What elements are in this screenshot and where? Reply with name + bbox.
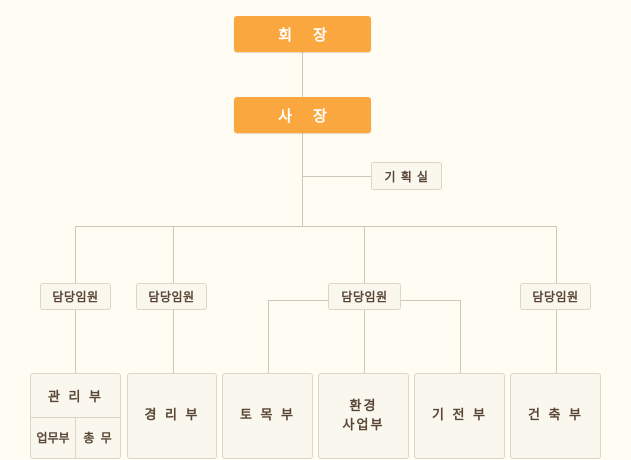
environment-dept-box: 환경 사업부	[318, 373, 409, 459]
planning-office-box: 기 획 실	[371, 162, 442, 190]
accounting-dept-box: 경 리 부	[127, 373, 217, 459]
management-dept-box: 관 리 부 업무부 총 무	[30, 373, 121, 459]
environment-dept-label-line-1: 환경	[349, 398, 378, 414]
executive-box-1: 담당임원	[40, 283, 111, 310]
executive-box-2: 담당임원	[136, 283, 207, 310]
management-dept-label: 관 리 부	[31, 374, 120, 418]
president-box: 사 장	[234, 97, 371, 133]
executive-box-3: 담당임원	[328, 283, 401, 310]
general-affairs-subdept-label: 총 무	[83, 431, 113, 445]
operations-subdept-label: 업무부	[31, 417, 76, 458]
mechanical-electrical-dept-box: 기 전 부	[414, 373, 505, 459]
architecture-dept-box: 건 축 부	[510, 373, 601, 459]
chairman-box: 회 장	[234, 16, 371, 52]
executive-box-4: 담당임원	[520, 283, 591, 310]
environment-dept-label-line-2: 사업부	[342, 418, 385, 433]
civil-dept-box: 토 목 부	[222, 373, 313, 459]
